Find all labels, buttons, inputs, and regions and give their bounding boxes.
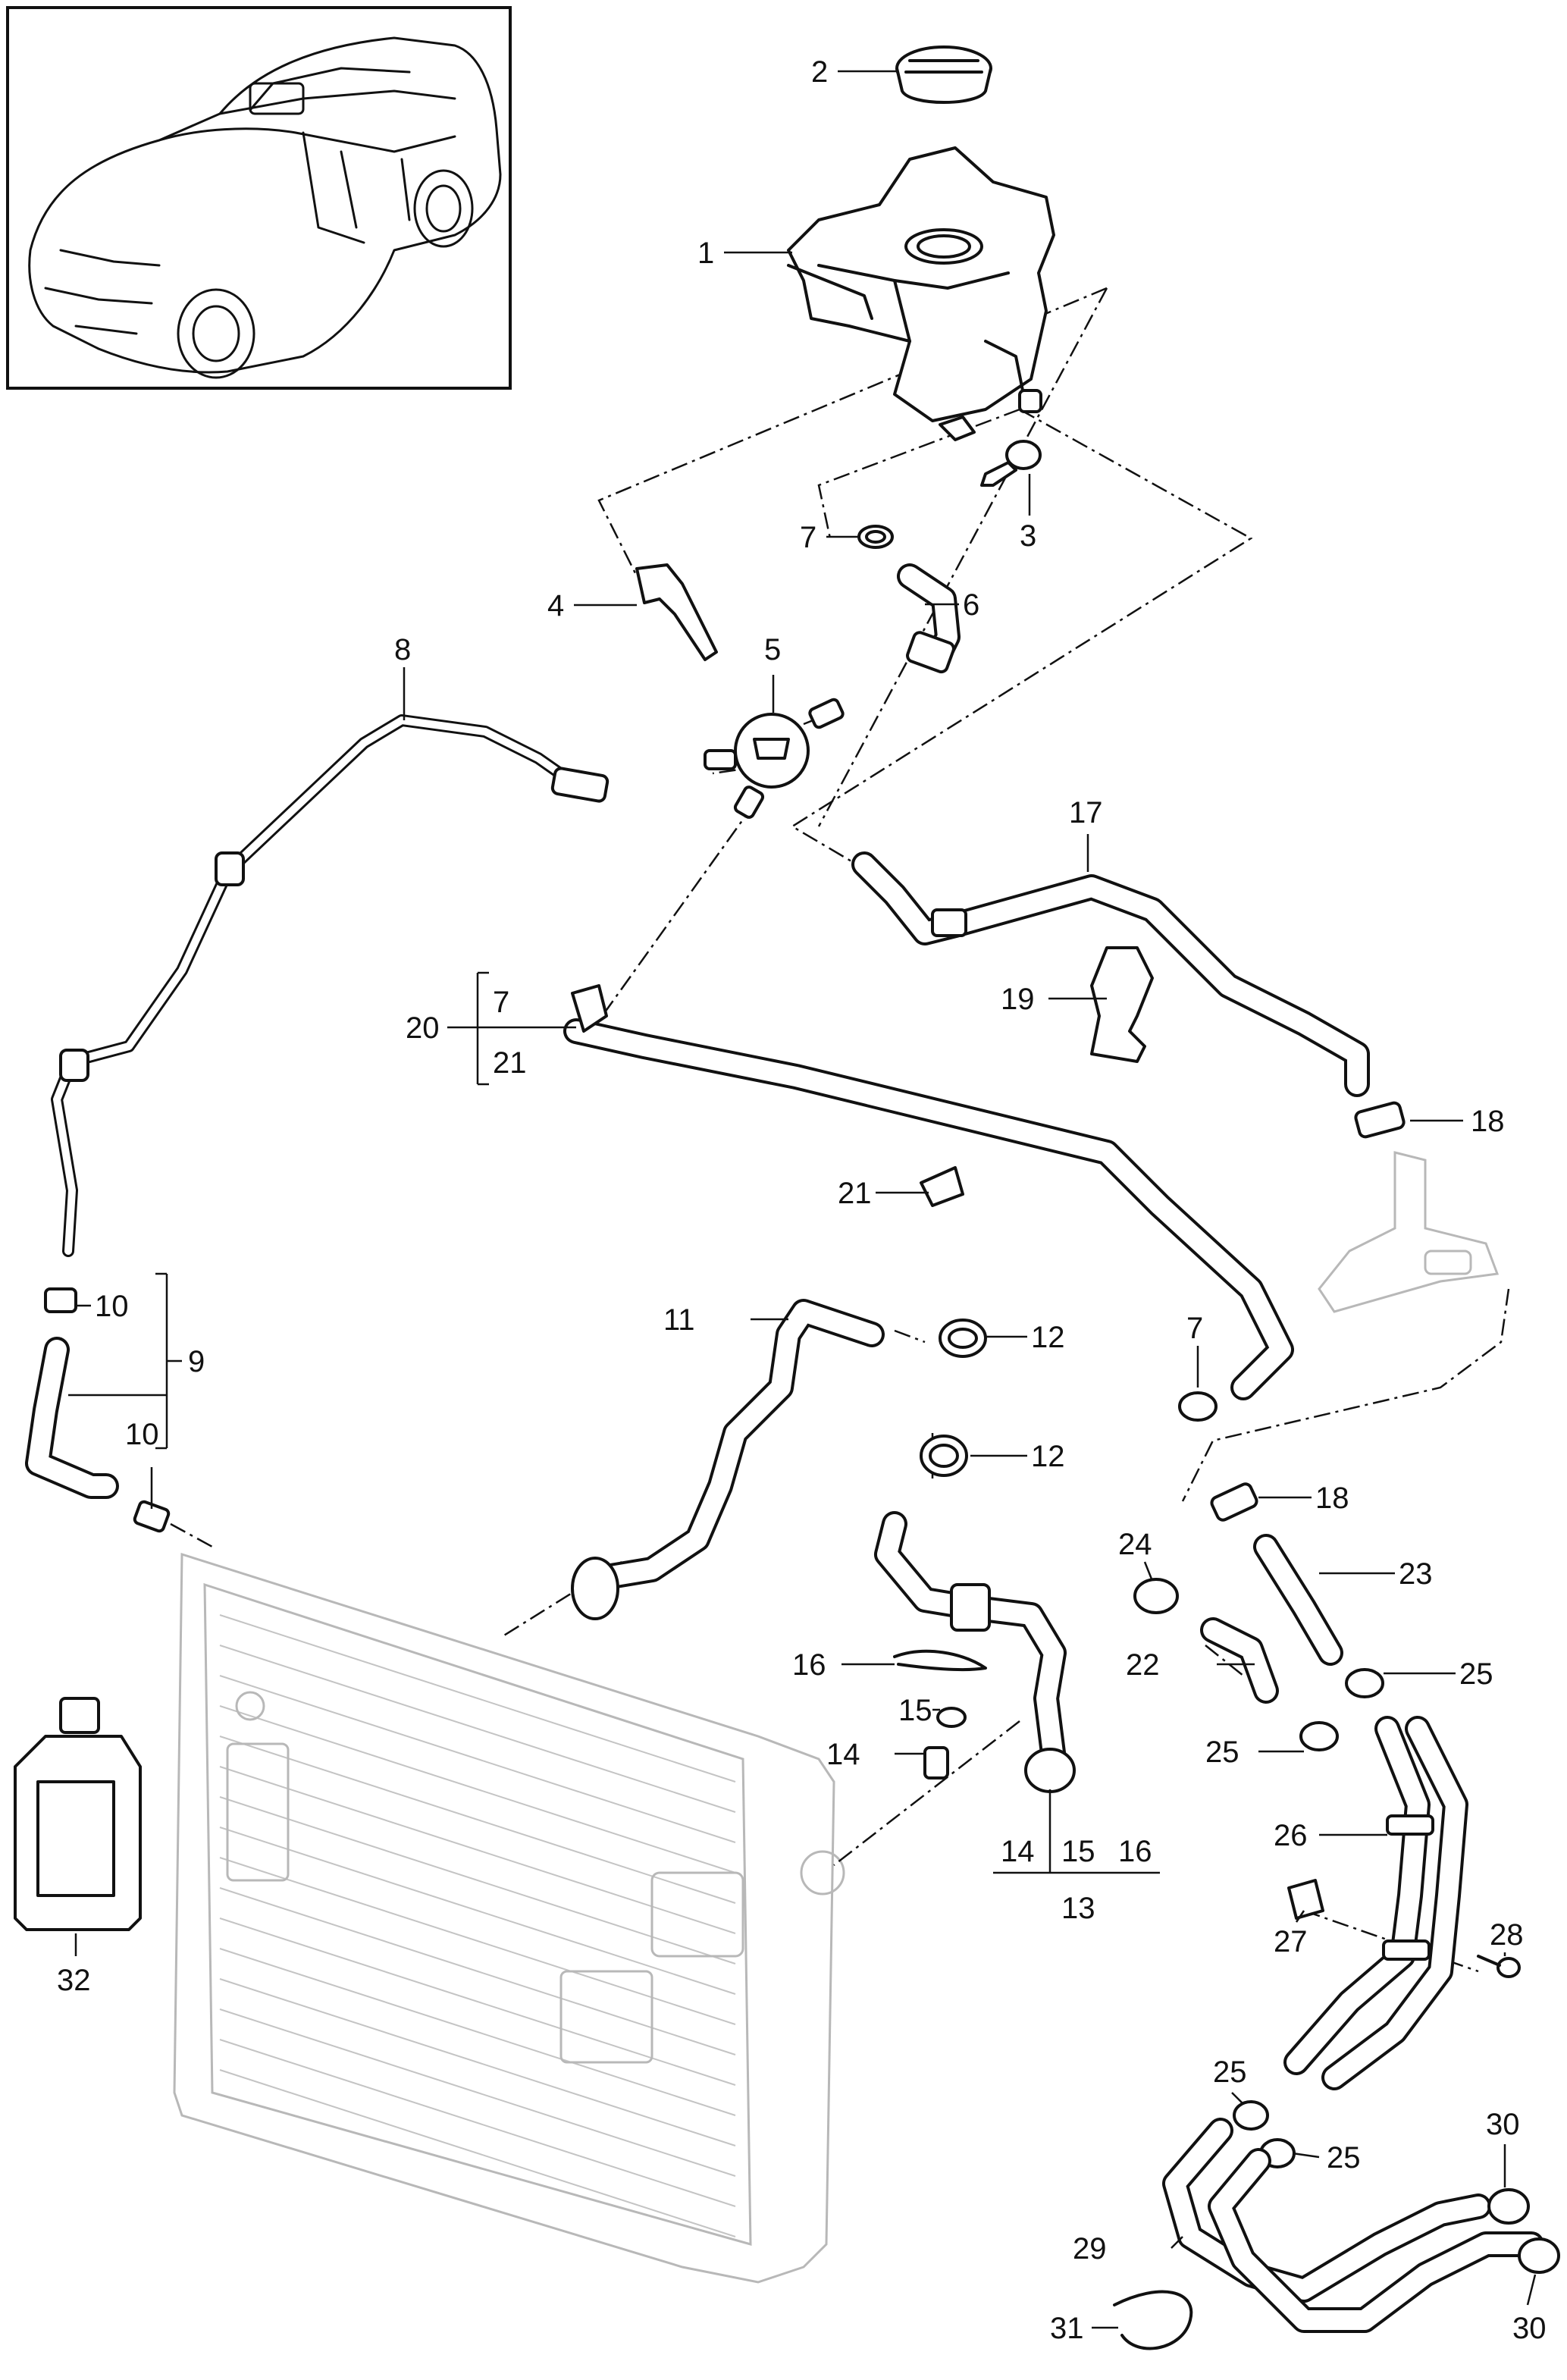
callout-25-c: 25	[1213, 2055, 1247, 2089]
radiator-upper-hose-11	[571, 1299, 885, 1620]
temperature-sensor-14	[923, 1746, 949, 1780]
callout-18-lower: 18	[1315, 1482, 1349, 1515]
hose-clip-21	[920, 1166, 964, 1207]
callout-12-lower: 12	[1031, 1440, 1065, 1473]
hose-23	[1253, 1534, 1343, 1666]
callout-18-upper: 18	[1471, 1105, 1505, 1138]
hose-clamp-30-upper	[1487, 2188, 1530, 2225]
o-ring-15	[936, 1707, 967, 1728]
callout-25-d: 25	[1327, 2141, 1361, 2175]
callout-21-bracket: 21	[493, 1046, 527, 1080]
hose-clamp-30-lower	[1518, 2237, 1560, 2274]
hose-clamp-25-b	[1299, 1721, 1339, 1751]
callout-21: 21	[838, 1177, 872, 1210]
hose-clamp-25-c	[1233, 2100, 1269, 2131]
callout-28: 28	[1490, 1918, 1524, 1952]
callout-11: 11	[663, 1303, 695, 1337]
screw	[980, 440, 1042, 487]
expansion-tank-cap	[895, 45, 992, 104]
callout-9: 9	[188, 1345, 205, 1378]
coolant-pipe-26	[1283, 1716, 1468, 2090]
callout-30-upper: 30	[1486, 2108, 1520, 2141]
callout-2: 2	[811, 55, 828, 89]
callout-15: 15	[898, 1694, 932, 1727]
radiator-lower-hose-13	[874, 1511, 1076, 1793]
mounting-bracket-ghost	[1318, 1151, 1500, 1313]
callout-17: 17	[1069, 796, 1103, 829]
vehicle-thumbnail	[6, 6, 512, 390]
callout-5: 5	[764, 633, 781, 666]
callout-26: 26	[1274, 1819, 1308, 1852]
hose-clamp-24	[1133, 1578, 1179, 1614]
callout-7-bracket: 7	[493, 986, 509, 1019]
hose-clamp-25-a	[1345, 1668, 1384, 1698]
hose-clip-7-top	[857, 525, 894, 549]
bottle-icon	[14, 1697, 142, 1931]
hose-clip-18-upper	[1354, 1101, 1406, 1139]
callout-29: 29	[1073, 2232, 1107, 2266]
upper-coolant-hose-17	[851, 851, 1370, 1097]
assembly-lines	[170, 152, 1510, 1973]
callout-16: 16	[792, 1648, 826, 1682]
callout-25-a: 25	[1459, 1657, 1493, 1691]
callout-10-upper: 10	[95, 1290, 129, 1323]
callout-6: 6	[963, 588, 979, 622]
callout-27: 27	[1274, 1925, 1308, 1958]
callout-12-upper: 12	[1031, 1321, 1065, 1354]
suv-outline-icon	[28, 36, 502, 379]
callout-numbers: 2 1 3 7 4 6 5 8 17 19 20 7 21 18 21 10 1…	[57, 55, 1547, 2345]
callout-32: 32	[57, 1964, 91, 1997]
radiator-icon	[173, 1552, 845, 2284]
callout-19: 19	[1001, 983, 1035, 1016]
hose-clamp-12-upper	[939, 1319, 987, 1358]
long-coolant-hose	[563, 984, 1294, 1400]
callout-3: 3	[1020, 519, 1036, 553]
clip-27	[1287, 1879, 1324, 1920]
hose-clip-10-upper	[44, 1287, 77, 1313]
callout-22: 22	[1126, 1648, 1160, 1682]
callout-14-group: 14	[1001, 1835, 1035, 1868]
callout-10-lower: 10	[125, 1418, 159, 1451]
callout-23: 23	[1399, 1557, 1433, 1591]
hose-bracket-19	[1090, 946, 1154, 1063]
callout-15-group: 15	[1061, 1835, 1095, 1868]
hose-22	[1200, 1617, 1279, 1704]
bracket	[635, 563, 718, 661]
hose-clip-18-lower	[1210, 1482, 1258, 1522]
callout-20: 20	[406, 1011, 440, 1045]
expansion-tank	[787, 146, 1055, 441]
callout-24: 24	[1118, 1528, 1152, 1561]
callout-30-lower: 30	[1512, 2312, 1547, 2345]
gasket-31	[1113, 2290, 1193, 2350]
callout-7: 7	[800, 521, 816, 554]
coolant-hose-29	[1162, 2118, 1544, 2333]
callout-7-lower: 7	[1186, 1312, 1203, 1345]
callout-14: 14	[826, 1738, 860, 1771]
screw-28	[1477, 1955, 1521, 1978]
vent-hose-9	[25, 1337, 119, 1499]
callout-16-group: 16	[1118, 1835, 1152, 1868]
callout-13: 13	[1061, 1892, 1095, 1925]
vent-line-hose	[51, 714, 610, 1257]
callout-25-b: 25	[1205, 1736, 1239, 1769]
hose-clip-7-lower	[1178, 1391, 1218, 1422]
retaining-clip-16	[893, 1649, 987, 1672]
callout-1: 1	[697, 237, 714, 270]
coolant-distributor	[704, 698, 845, 819]
callout-8: 8	[394, 633, 411, 666]
hose-clamp-12-lower	[920, 1435, 968, 1477]
callout-4: 4	[547, 589, 564, 622]
callout-31: 31	[1050, 2312, 1084, 2345]
elbow-hose	[897, 563, 961, 674]
hose-clip-10-lower	[133, 1500, 171, 1533]
leader-lines	[68, 70, 1537, 2329]
